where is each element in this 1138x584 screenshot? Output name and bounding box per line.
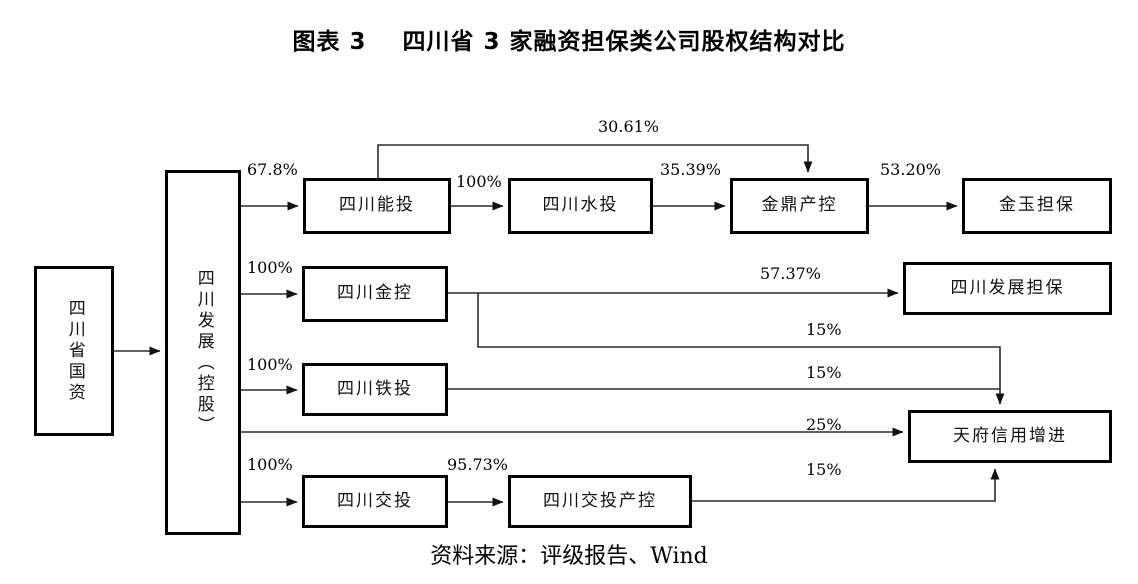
node-sc-development-guarantee[interactable]: 四川发展担保 — [903, 262, 1112, 315]
edge-label-15-jinkong: 15% — [806, 320, 842, 339]
edge-label-100-jiaotou: 100% — [247, 455, 293, 474]
edge-label-67-8: 67.8% — [247, 160, 298, 179]
edge-label-25: 25% — [806, 415, 842, 434]
node-sc-tietou[interactable]: 四川铁投 — [302, 363, 448, 416]
node-sc-nengtou[interactable]: 四川能投 — [303, 178, 451, 234]
node-sc-development[interactable]: 四川发展（控股） — [165, 170, 241, 535]
edge-label-100-nengtou-shuitou: 100% — [456, 172, 502, 191]
edge-jiaotou-ck-to-tianfu — [692, 468, 1000, 502]
node-sc-sasac[interactable]: 四川省国资 — [34, 266, 114, 436]
edge-label-30-61: 30.61% — [598, 117, 660, 136]
edge-label-35-39: 35.39% — [660, 160, 722, 179]
node-sc-shuitou[interactable]: 四川水投 — [508, 178, 653, 234]
figure-title: 图表 3 四川省 3 家融资担保类公司股权结构对比 — [292, 29, 846, 55]
node-jinding-chankong[interactable]: 金鼎产控 — [730, 178, 869, 234]
figure-source: 资料来源：评级报告、Wind — [430, 544, 708, 569]
edge-label-53-20: 53.20% — [880, 160, 942, 179]
node-jinyu-danbao[interactable]: 金玉担保 — [962, 178, 1112, 234]
edge-label-95-73: 95.73% — [447, 455, 509, 474]
edge-label-15-tietou: 15% — [806, 363, 842, 382]
node-sc-jiaotou-chankong[interactable]: 四川交投产控 — [508, 475, 692, 528]
edge-label-100-jinkong: 100% — [247, 258, 293, 277]
edge-label-15-jiaotou-ck: 15% — [806, 460, 842, 479]
node-tianfu-credit[interactable]: 天府信用增进 — [908, 410, 1112, 463]
edge-label-57-37: 57.37% — [760, 264, 822, 283]
node-sc-jiaotou[interactable]: 四川交投 — [302, 475, 448, 528]
edge-label-100-tietou: 100% — [247, 355, 293, 374]
edge-jinkong-to-tianfu — [477, 293, 1005, 405]
edge-nengtou-to-jinding — [377, 144, 813, 178]
node-sc-jinkong[interactable]: 四川金控 — [302, 266, 448, 322]
